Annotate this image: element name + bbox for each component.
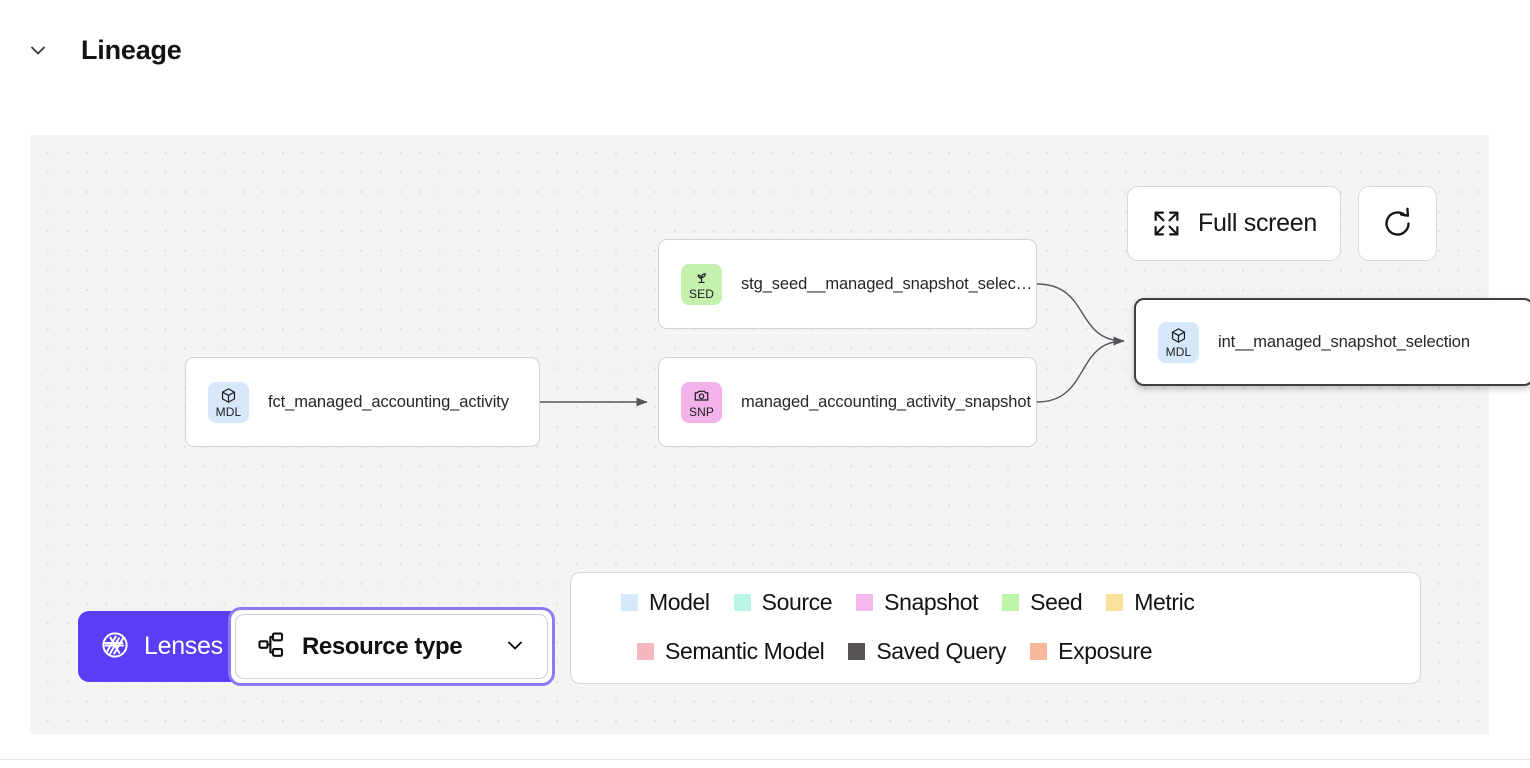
legend-row: Semantic Model Saved Query Exposure (595, 638, 1396, 665)
legend-label: Model (649, 589, 710, 615)
badge-label: MDL (1165, 344, 1192, 359)
node-label: stg_seed__managed_snapshot_selecti... (741, 274, 1036, 293)
lineage-node-managed-accounting-activity-snapshot[interactable]: SNP managed_accounting_activity_snapshot (658, 357, 1037, 447)
full-screen-button[interactable]: Full screen (1127, 186, 1341, 261)
lineage-node-fct-managed-accounting-activity[interactable]: MDL fct_managed_accounting_activity (185, 357, 540, 447)
legend-swatch (733, 594, 751, 611)
legend-row: Model Source Snapshot Seed Metric (595, 589, 1396, 616)
fullscreen-expand-icon (1151, 208, 1182, 239)
resource-badge-seed: SED (681, 263, 722, 305)
legend-swatch (1030, 643, 1048, 660)
lenses-button[interactable]: Lenses (78, 611, 245, 682)
chevron-down-icon (26, 38, 50, 62)
sprout-icon (693, 269, 710, 286)
cube-icon (1170, 327, 1187, 344)
node-label: int__managed_snapshot_selection (1218, 332, 1470, 351)
resource-badge-model: MDL (1158, 321, 1199, 363)
legend-swatch (637, 643, 654, 660)
resource-type-label: Resource type (302, 632, 463, 660)
lineage-node-stg-seed-managed-snapshot-selection[interactable]: SED stg_seed__managed_snapshot_selecti..… (658, 239, 1037, 329)
lineage-node-int-managed-snapshot-selection[interactable]: MDL int__managed_snapshot_selection (1134, 298, 1530, 386)
resource-badge-snapshot: SNP (681, 381, 722, 423)
sitemap-icon (256, 630, 286, 663)
edge-snp-to-int (1036, 336, 1125, 403)
badge-label: SNP (689, 404, 714, 419)
chevron-down-icon (503, 633, 527, 660)
resource-type-legend: Model Source Snapshot Seed Metric S (570, 572, 1421, 684)
refresh-button[interactable] (1358, 186, 1437, 261)
legend-item-snapshot: Snapshot (856, 589, 979, 616)
collapse-section-button[interactable] (22, 34, 54, 66)
legend-label: Saved Query (876, 638, 1007, 664)
resource-badge-model: MDL (208, 381, 249, 423)
edge-stg-to-int (1036, 283, 1125, 346)
legend-item-exposure: Exposure (1030, 638, 1153, 665)
aperture-icon (100, 630, 130, 663)
cube-icon (220, 387, 237, 404)
legend-swatch (856, 594, 874, 611)
legend-item-model: Model (621, 589, 710, 616)
legend-item-metric: Metric (1106, 589, 1195, 616)
legend-label: Exposure (1058, 638, 1153, 664)
legend-label: Semantic Model (665, 638, 825, 664)
legend-swatch (621, 594, 638, 611)
canvas-controls: Full screen (1127, 186, 1437, 261)
node-label: managed_accounting_activity_snapshot (741, 392, 1031, 411)
lenses-label: Lenses (144, 632, 223, 660)
legend-label: Snapshot (884, 589, 979, 615)
legend-item-source: Source (733, 589, 833, 616)
badge-label: MDL (215, 404, 242, 419)
legend-swatch (1002, 594, 1020, 611)
node-label: fct_managed_accounting_activity (268, 392, 509, 411)
camera-icon (693, 387, 710, 404)
refresh-icon (1381, 207, 1414, 240)
full-screen-label: Full screen (1198, 209, 1317, 237)
page-title: Lineage (81, 35, 182, 65)
lineage-canvas[interactable]: MDL fct_managed_accounting_activity SED … (30, 135, 1530, 734)
badge-label: SED (689, 286, 714, 301)
legend-item-seed: Seed (1002, 589, 1083, 616)
section-header: Lineage (0, 0, 1530, 100)
legend-swatch (1106, 594, 1124, 611)
legend-label: Seed (1030, 589, 1083, 615)
resource-type-focus-ring: Resource type (228, 607, 555, 686)
legend-item-semantic-model: Semantic Model (637, 638, 825, 665)
resource-type-dropdown[interactable]: Resource type (235, 614, 548, 679)
legend-label: Source (761, 589, 833, 615)
legend-label: Metric (1134, 589, 1195, 615)
legend-swatch (848, 643, 866, 660)
legend-item-saved-query: Saved Query (848, 638, 1007, 665)
bottom-divider (0, 759, 1530, 760)
